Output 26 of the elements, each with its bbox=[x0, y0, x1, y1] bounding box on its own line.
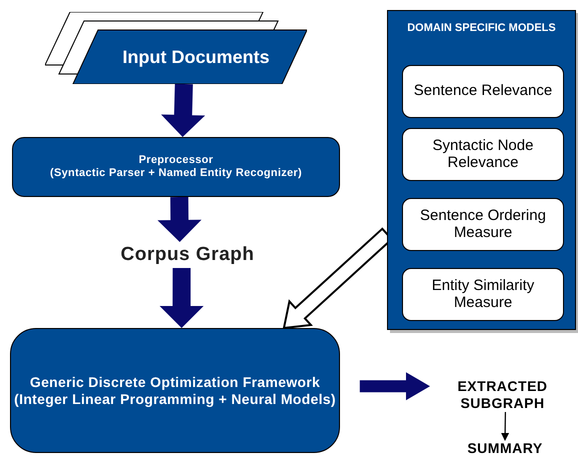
model-box bbox=[402, 268, 564, 321]
panel-title: DOMAIN SPECIFIC MODELS bbox=[406, 21, 557, 36]
model-panel bbox=[387, 10, 576, 330]
arrow bbox=[158, 196, 202, 242]
arrow bbox=[360, 372, 430, 400]
model-box bbox=[402, 198, 564, 251]
stage-label: SUMMARY bbox=[467, 440, 543, 457]
node-text: Syntactic Node Relevance bbox=[432, 138, 534, 171]
arrow bbox=[501, 412, 510, 441]
arrow bbox=[160, 268, 204, 328]
process-box bbox=[12, 137, 340, 197]
node-text: Input Documents bbox=[122, 46, 270, 68]
model-box bbox=[402, 65, 564, 118]
node-text: (Integer Linear Programming + Neural Models) bbox=[14, 390, 336, 408]
node-text: (Syntactic Parser + Named Entity Recognizer) bbox=[50, 167, 302, 180]
node-text: Sentence Relevance bbox=[414, 83, 552, 100]
stage-label: EXTRACTED SUBGRAPH bbox=[456, 378, 549, 412]
document-stack bbox=[45, 12, 307, 84]
node-text: Preprocessor bbox=[138, 154, 214, 167]
arrow bbox=[161, 84, 206, 137]
node-text: Generic Discrete Optimization Framework bbox=[30, 374, 320, 390]
node-text: Entity Similarity Measure bbox=[430, 278, 536, 311]
model-box bbox=[402, 128, 564, 181]
process-box bbox=[10, 328, 340, 453]
stage-label: Corpus Graph bbox=[120, 244, 254, 266]
node-text: Sentence Ordering Measure bbox=[419, 208, 547, 241]
